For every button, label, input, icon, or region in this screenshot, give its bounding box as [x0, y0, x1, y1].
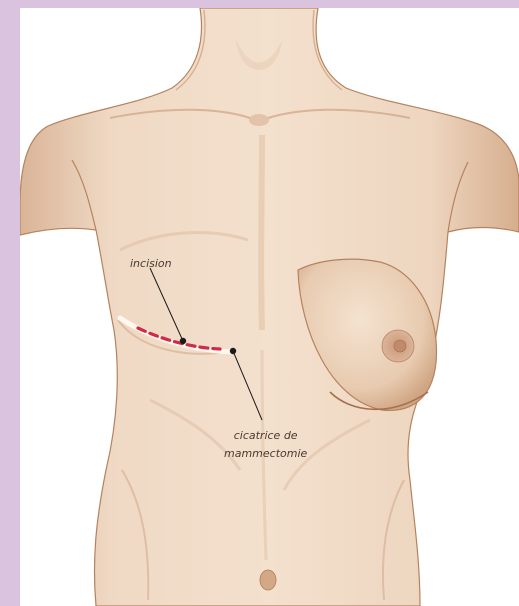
scar-label: cicatrice de mammectomie — [224, 427, 307, 463]
torso-body — [20, 8, 519, 606]
scar-marker — [230, 348, 236, 354]
scar-label-line-2: mammectomie — [224, 445, 307, 463]
incision-marker — [180, 338, 186, 344]
illustration-panel: incision cicatrice de mammectomie — [20, 8, 519, 606]
torso-illustration — [20, 8, 519, 606]
scar-label-line-1: cicatrice de — [224, 427, 307, 445]
navel — [260, 570, 276, 590]
incision-label: incision — [130, 257, 172, 271]
sternum-shade — [261, 135, 262, 330]
suprasternal-notch — [249, 114, 269, 126]
nipple — [394, 340, 406, 352]
